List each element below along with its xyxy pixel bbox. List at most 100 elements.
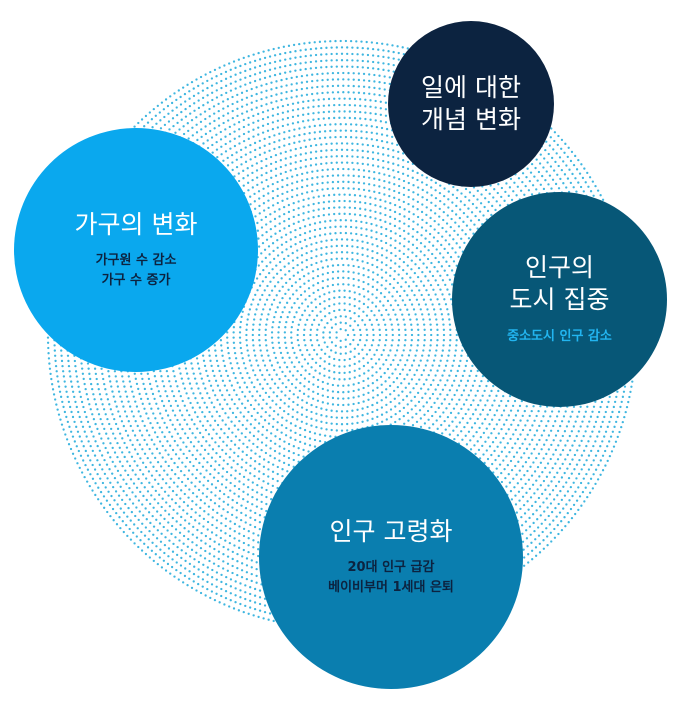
dot [244, 514, 248, 517]
dot [344, 338, 347, 341]
dot [421, 196, 424, 199]
dot [448, 264, 451, 268]
dot [352, 389, 355, 393]
dot [291, 188, 294, 192]
dot [278, 139, 281, 142]
dot [377, 309, 381, 312]
dot [207, 349, 211, 352]
dot [390, 415, 393, 419]
dot [291, 293, 295, 296]
dot [514, 428, 517, 431]
dot [469, 219, 473, 222]
dot [265, 164, 268, 168]
dot [397, 323, 400, 326]
dot [449, 339, 452, 342]
dot [437, 260, 440, 264]
dot [201, 492, 205, 495]
dot [303, 282, 306, 285]
dot [389, 208, 392, 212]
dot [368, 189, 371, 192]
dot [213, 344, 216, 347]
dot [268, 414, 271, 417]
dot [428, 349, 431, 352]
dot [491, 404, 494, 407]
dot [336, 180, 340, 184]
dot [438, 207, 441, 210]
dot [220, 349, 223, 352]
dot [346, 251, 349, 254]
dot [120, 400, 124, 403]
dot [376, 258, 379, 262]
dot [455, 242, 458, 245]
dot [270, 432, 273, 435]
dot [512, 455, 516, 458]
dot [253, 192, 256, 196]
dot [282, 461, 286, 465]
dot [269, 155, 273, 159]
dot [148, 382, 152, 386]
dot [403, 344, 406, 347]
dot [149, 461, 152, 464]
dot [278, 320, 281, 324]
dot [430, 186, 433, 189]
dot [362, 175, 366, 179]
dot [299, 433, 302, 437]
dot [161, 399, 164, 403]
dot [406, 308, 409, 311]
dot [320, 149, 323, 153]
dot [196, 449, 199, 452]
dot [299, 440, 302, 444]
dot [303, 126, 306, 129]
dot [346, 238, 349, 241]
dot [299, 318, 302, 321]
dot [178, 423, 182, 426]
dot [370, 131, 373, 134]
dot [393, 389, 396, 392]
dot [552, 424, 555, 428]
dot [388, 181, 391, 184]
dot [329, 123, 332, 126]
dot [244, 521, 247, 524]
dot [402, 398, 405, 402]
dot [307, 287, 311, 290]
dot [274, 154, 278, 157]
dot [392, 169, 395, 172]
dot [274, 167, 278, 170]
dot [311, 309, 314, 313]
dot [380, 254, 384, 257]
dot [283, 220, 286, 223]
dot [401, 390, 404, 393]
dot [296, 263, 299, 267]
dot [252, 344, 255, 347]
dot [448, 402, 451, 406]
dot [323, 315, 327, 318]
dot [314, 156, 318, 160]
dot [258, 369, 262, 372]
dot [187, 377, 190, 380]
dot [389, 363, 393, 366]
dot [357, 352, 361, 355]
dot [411, 205, 415, 208]
dot [239, 326, 242, 329]
dot [297, 361, 301, 364]
dot [186, 423, 189, 426]
dot [242, 527, 246, 531]
dot [258, 328, 261, 331]
dot [254, 293, 257, 297]
dot [295, 187, 299, 190]
dot [321, 266, 324, 269]
dot [268, 135, 271, 139]
dot [342, 283, 345, 286]
dot [210, 456, 214, 459]
dot [283, 227, 286, 230]
dot [271, 127, 275, 131]
dot [330, 326, 334, 329]
dot [361, 407, 364, 410]
dot [491, 441, 495, 444]
dot [269, 261, 272, 264]
dot [443, 398, 446, 401]
dot [300, 247, 304, 250]
dot [254, 518, 257, 522]
dot [419, 387, 423, 390]
dot [227, 351, 230, 355]
